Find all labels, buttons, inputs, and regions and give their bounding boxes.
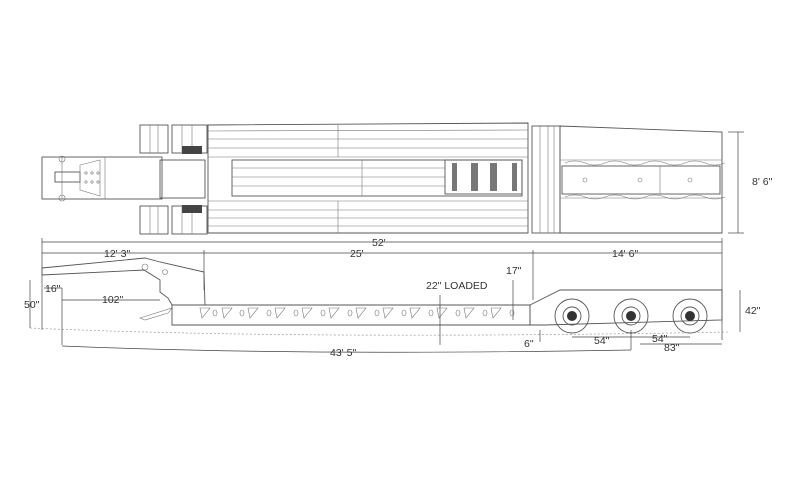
width-dimension: 8' 6" (752, 176, 773, 188)
rear-deck-height-dimension: 42" (745, 305, 761, 317)
deck-length-dimension: 25' (350, 248, 364, 260)
fifth-wheel-height-dimension: 50" (24, 299, 40, 311)
top-view (41, 122, 744, 235)
dimension-lines (41, 238, 723, 340)
overall-length-dimension: 52' (372, 237, 386, 249)
gooseneck-length-dimension: 12' 3" (104, 248, 130, 260)
deck-height-loaded-dimension: 22" LOADED (426, 280, 488, 292)
rear-deck-rise-dimension: 17" (506, 265, 522, 277)
axle-spacing-2-dimension: 54" (652, 333, 668, 345)
rear-length-dimension: 14' 6" (612, 248, 638, 260)
gooseneck-clearance-dimension: 102" (102, 294, 124, 306)
side-view (29, 257, 731, 336)
kingpin-offset-dimension: 16" (45, 283, 61, 295)
axle-spacing-1-dimension: 54" (594, 335, 610, 347)
side-dimension-lines (29, 280, 741, 353)
ground-clearance-dimension: 6" (524, 338, 534, 350)
rear-overhang-dimension: 83" (664, 342, 680, 354)
kingpin-to-axle-dimension: 43' 5" (330, 347, 356, 359)
